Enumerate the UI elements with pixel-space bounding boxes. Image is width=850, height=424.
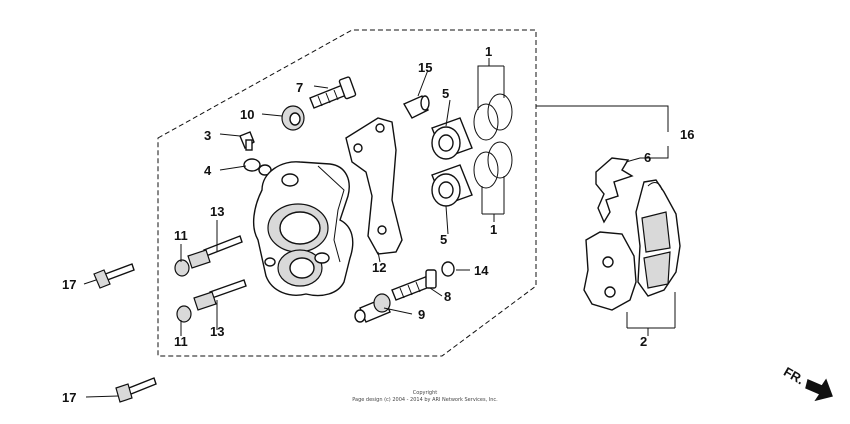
part-11-boot-upper[interactable] xyxy=(174,259,190,277)
callout-16: 16 xyxy=(680,127,694,142)
callout-13-lower: 13 xyxy=(210,324,224,339)
part-2-pad-front[interactable] xyxy=(635,179,681,297)
callout-8: 8 xyxy=(444,289,451,304)
part-2-pad-rear[interactable] xyxy=(583,231,637,311)
part-9-bolt[interactable] xyxy=(354,293,391,323)
part-5-piston-lower[interactable] xyxy=(431,164,473,207)
callout-2: 2 xyxy=(640,334,647,349)
part-8-pin-bolt[interactable] xyxy=(391,269,437,301)
part-4-cap[interactable] xyxy=(243,158,272,176)
front-direction-arrow xyxy=(805,378,833,402)
caliper-body[interactable] xyxy=(252,161,354,297)
callout-6: 6 xyxy=(644,150,651,165)
part-6-pad-spring[interactable] xyxy=(595,157,634,224)
callout-1-upper: 1 xyxy=(485,44,492,59)
part-15-sleeve[interactable] xyxy=(403,95,430,119)
part-5-piston-upper[interactable] xyxy=(431,117,473,160)
part-11-boot-lower[interactable] xyxy=(176,305,192,323)
callouts: 1 1 2 3 4 5 5 6 7 8 9 10 11 11 12 13 13 … xyxy=(62,44,694,405)
part-14-cap[interactable] xyxy=(441,261,455,277)
callout-5-upper: 5 xyxy=(442,86,449,101)
part-13-pin-upper[interactable] xyxy=(187,235,243,269)
leader-lines xyxy=(83,58,676,398)
part-17-bolt-lower[interactable] xyxy=(115,377,157,403)
copyright-line-1: Copyright xyxy=(413,390,437,396)
part-7-bolt[interactable] xyxy=(309,76,357,109)
callout-14: 14 xyxy=(474,263,489,278)
callout-15: 15 xyxy=(418,60,432,75)
callout-11-upper: 11 xyxy=(174,228,188,243)
callout-5-lower: 5 xyxy=(440,232,447,247)
callout-7: 7 xyxy=(296,80,303,95)
part-13-pin-lower[interactable] xyxy=(193,279,247,311)
callout-13-upper: 13 xyxy=(210,204,224,219)
part-1-seals-lower[interactable] xyxy=(473,141,513,189)
copyright-line-2: Page design (c) 2004 - 2014 by ARI Netwo… xyxy=(352,397,498,403)
callout-1-lower: 1 xyxy=(490,222,497,237)
callout-10: 10 xyxy=(240,107,254,122)
callout-9: 9 xyxy=(418,307,425,322)
part-1-seals-upper[interactable] xyxy=(473,93,513,141)
front-direction-label: FR. xyxy=(781,364,807,387)
part-12-bracket[interactable] xyxy=(345,117,403,255)
callout-12: 12 xyxy=(372,260,386,275)
part-10-boot[interactable] xyxy=(281,105,305,131)
callout-11-lower: 11 xyxy=(174,334,188,349)
callout-4: 4 xyxy=(204,163,212,178)
part-17-bolt-upper[interactable] xyxy=(93,263,135,289)
part-3-bleeder[interactable] xyxy=(239,131,255,151)
callout-17-lower: 17 xyxy=(62,390,76,405)
callout-17-upper: 17 xyxy=(62,277,76,292)
callout-3: 3 xyxy=(204,128,211,143)
